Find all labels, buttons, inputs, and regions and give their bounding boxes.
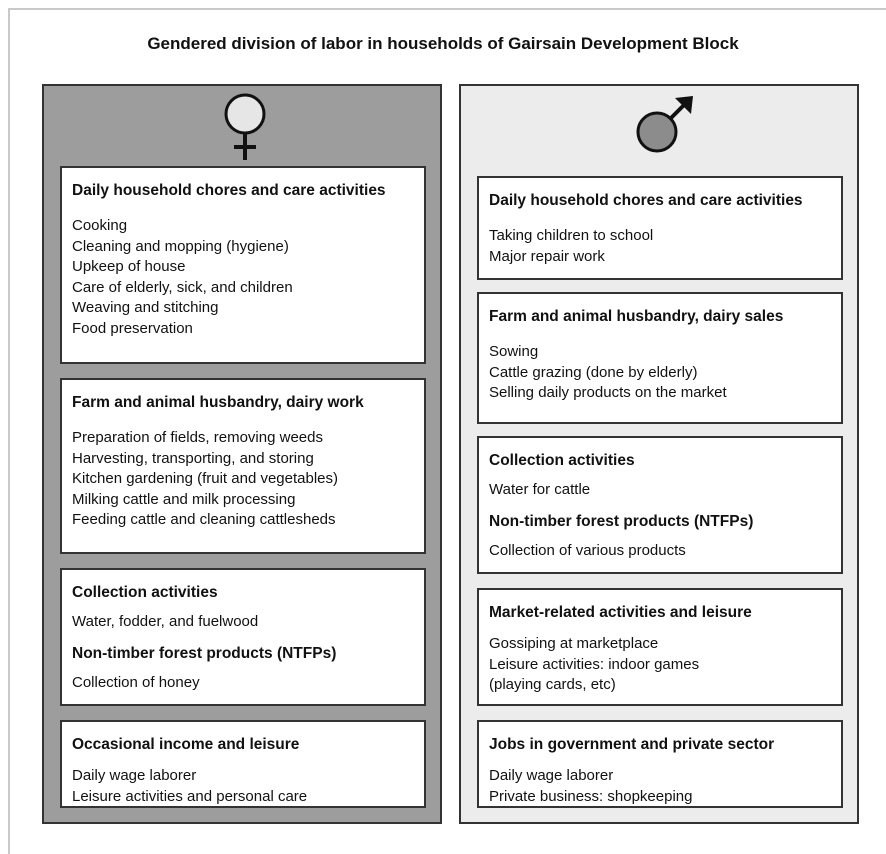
- list-item: Gossiping at marketplace: [489, 635, 659, 652]
- female-column: Daily household chores and care activiti…: [42, 84, 442, 824]
- figure-frame: [8, 8, 886, 854]
- list-item: Major repair work: [489, 247, 605, 265]
- list-item: Water, fodder, and fuelwood: [72, 613, 259, 630]
- list-item: Preparation of fields, removing weeds: [72, 429, 323, 446]
- list-item: Leisure activities: indoor games: [489, 655, 700, 673]
- box-heading: Jobs in government and private sector: [489, 736, 775, 753]
- box-subheading: Non-timber forest products (NTFPs): [489, 512, 754, 530]
- list-item: Collection of honey: [72, 673, 200, 691]
- male-symbol-icon: [636, 96, 693, 153]
- male-box-jobs: Jobs in government and private sector Da…: [477, 720, 843, 808]
- list-item: Water for cattle: [489, 481, 591, 498]
- male-box-household: Daily household chores and care activiti…: [477, 176, 843, 280]
- female-symbol-icon: [224, 93, 266, 160]
- list-item: Feeding cattle and cleaning cattlesheds: [72, 511, 336, 528]
- box-heading: Collection activities: [489, 452, 635, 469]
- male-column: Daily household chores and care activiti…: [459, 84, 859, 824]
- female-box-income: Occasional income and leisure Daily wage…: [60, 720, 426, 808]
- box-heading: Market-related activities and leisure: [489, 604, 752, 621]
- male-box-market: Market-related activities and leisure Go…: [477, 588, 843, 706]
- box-heading: Daily household chores and care activiti…: [489, 192, 803, 209]
- list-item: Kitchen gardening (fruit and vegetables): [72, 470, 339, 487]
- list-item: Cooking: [72, 217, 128, 234]
- figure-title: Gendered division of labor in households…: [147, 34, 739, 53]
- list-item: Weaving and stitching: [72, 299, 219, 316]
- male-box-collection: Collection activities Water for cattle N…: [477, 436, 843, 574]
- list-item: Selling daily products on the market: [489, 384, 727, 401]
- list-item: Sowing: [489, 343, 539, 360]
- male-box-farm: Farm and animal husbandry, dairy sales S…: [477, 292, 843, 424]
- list-item: Cattle grazing (done by elderly): [489, 363, 698, 381]
- list-item: Taking children to school: [489, 227, 654, 244]
- list-item: Cleaning and mopping (hygiene): [72, 237, 289, 255]
- box-heading: Farm and animal husbandry, dairy sales: [489, 308, 784, 325]
- list-item: Care of elderly, sick, and children: [72, 278, 293, 296]
- female-box-farm: Farm and animal husbandry, dairy work Pr…: [60, 378, 426, 554]
- list-item: Leisure activities and personal care: [72, 787, 308, 805]
- box-heading: Collection activities: [72, 584, 218, 601]
- list-item: Daily wage laborer: [72, 767, 197, 784]
- list-item: Collection of various products: [489, 541, 686, 559]
- list-item: Private business: shopkeeping: [489, 787, 693, 805]
- box-subheading: Non-timber forest products (NTFPs): [72, 644, 337, 662]
- box-heading: Occasional income and leisure: [72, 736, 300, 753]
- list-item: Food preservation: [72, 319, 193, 337]
- list-item: (playing cards, etc): [489, 676, 616, 693]
- list-item: Upkeep of house: [72, 258, 186, 275]
- female-box-household: Daily household chores and care activiti…: [60, 166, 426, 364]
- list-item: Harvesting, transporting, and storing: [72, 449, 314, 467]
- box-heading: Daily household chores and care activiti…: [72, 182, 386, 199]
- list-item: Daily wage laborer: [489, 767, 614, 784]
- female-box-collection: Collection activities Water, fodder, and…: [60, 568, 426, 706]
- box-heading: Farm and animal husbandry, dairy work: [72, 394, 364, 411]
- list-item: Milking cattle and milk processing: [72, 490, 296, 508]
